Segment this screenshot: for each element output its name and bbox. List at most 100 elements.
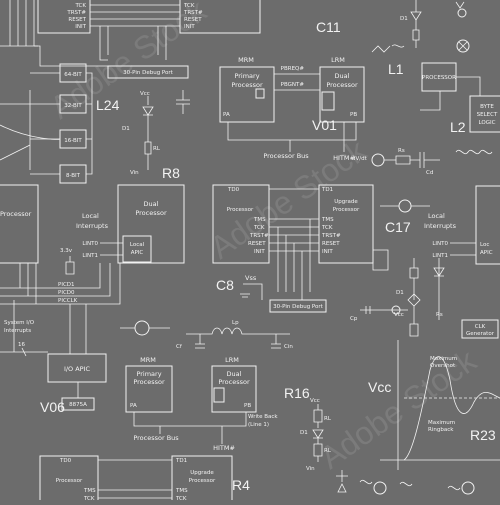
box-title: Dual [335,72,350,80]
diode-chain-right [407,258,421,337]
primary-processor-box [219,66,275,123]
pin-label: TCK [83,496,95,500]
byte-select-box [469,95,500,133]
lint-wires [450,242,476,256]
lint-wires [100,242,123,256]
pic-bus [0,263,121,305]
debug-port-label: 30-Pin Debug Port [273,304,324,310]
box-title: SELECT [477,112,498,118]
pin-label: TD1 [321,187,333,193]
graph-annotation: Maximum [430,356,457,362]
pin-label: TRST# [183,10,203,16]
graph-annotation: Overshot [430,363,456,369]
inductor-squiggle [359,479,461,491]
port-label: PB [244,403,251,409]
pin-label: TRST# [66,10,86,16]
port-label: PA [130,403,137,409]
box-title: Local [82,212,99,220]
node-icon [457,8,467,18]
debug-link [0,45,108,67]
box-title: Interrupts [4,328,31,334]
pin-label: INIT [254,249,265,255]
mrm-label: MRM [238,56,254,64]
io-apic-wires [69,304,87,398]
component-label: Vin [306,466,315,472]
debug-port-label: 30-Pin Debug Port [123,70,174,76]
box-title: I/O APIC [64,365,91,373]
graph-axis-label: Vcc [368,379,391,395]
mrm-switch-icon [255,88,265,99]
box-title: Upgrade [190,470,214,476]
vcc-overshoot-graph: Vcc Maximum Overshot Maximum Ringback [368,340,500,470]
jtag-bus-bottom [98,459,172,499]
signal-label: Write Back [248,414,278,420]
upgrade-processor-box-bottom [171,455,233,505]
clk-generator-box [461,319,499,339]
pin-label: RESET [184,17,202,23]
pin-label: INIT [184,24,195,30]
processor-box-bottom [39,455,99,505]
processor-bus-wires [227,122,357,152]
box-title: Processor [56,478,83,484]
zener-diode [433,258,445,320]
dual-processor-box [319,66,365,123]
box-title: Upgrade [334,199,358,205]
component-label: D1 [400,16,408,22]
box-title: Processor [218,378,250,386]
lrm-label: LRM [331,56,345,64]
component-label: Cin [284,344,293,350]
designator: C17 [385,219,411,235]
pin-label: TRST# [321,233,341,239]
debug-port-box [107,65,189,79]
rc-filter [384,152,440,168]
component-label: D1 [300,430,308,436]
mrm-label: MRM [140,356,156,364]
component-label: D1 [122,126,130,132]
pin-label: RESET [68,17,86,23]
mrm-m-icon [213,387,225,403]
bus-label: Processor Bus [263,152,309,160]
box-title: Processor [231,81,263,89]
dual-processor-box-left [117,184,185,264]
diode-resistor-network: Vcc D1 RL Vin [122,90,190,176]
jtag-box-right [179,0,261,34]
supply-label: 3.3v [60,248,73,254]
processor-bus-bottom [133,412,247,444]
signal-label: HITM# [213,444,235,452]
bit-bus [0,72,93,175]
supply-label: Vss [245,274,257,282]
box-title: Dual [144,200,159,208]
diode-resistor-chain-bottom [312,404,324,462]
box-title: 8875A [69,402,87,408]
jtag-box-left [37,0,91,34]
left-processor-block: Processor Local Interrupts Dual Processo… [0,124,185,305]
port-label: PA [223,112,230,118]
pin-label: TCK [321,225,333,231]
box-title: Processor [133,378,165,386]
box-title: Generator [466,331,495,337]
designator: V06 [40,399,65,415]
io-apic-block: System I/O Interrupts 16 I/O APIC 8875A [0,300,107,411]
left-edge-wires [0,124,61,161]
designator: R16 [284,385,310,401]
right-interrupt-block: Local Interrupts LINT0 LINT1 Loc APIC [380,185,500,265]
diode-resistor-chain [142,96,154,170]
box-title: Local [130,242,145,248]
component-label: D1 [396,290,404,296]
lamp-icon [398,199,412,213]
lamp-icon [456,39,470,53]
primary-processor-box-bottom [125,365,173,413]
box-title: Processor [135,209,167,217]
port-label: PB [350,112,357,118]
signal-label: (Line 1) [248,422,269,428]
box-title: LOGIC [479,120,496,126]
designator: L1 [388,61,404,77]
bit-label: 64-BIT [64,72,82,78]
source-icon [134,320,150,336]
designator: V01 [312,117,337,133]
designator: R4 [232,477,250,493]
box-title: BYTE [480,104,494,110]
lamp-cross [458,41,468,51]
